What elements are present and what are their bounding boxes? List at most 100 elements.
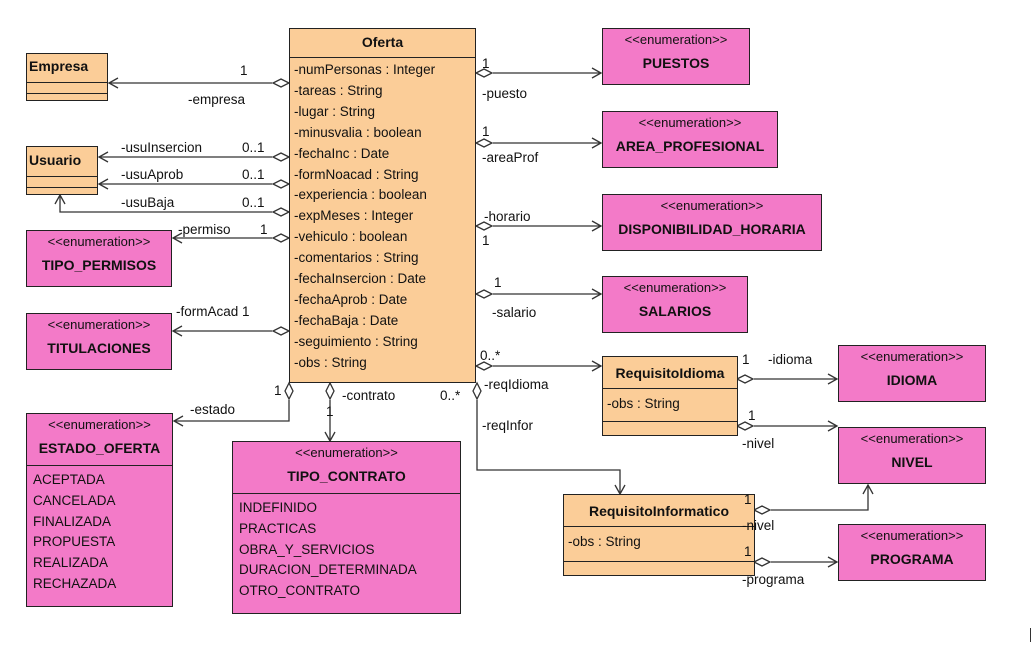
attribute-list: -obs : String <box>603 389 737 417</box>
enum-tipo-contrato[interactable]: <<enumeration>> TIPO_CONTRATO INDEFINIDO… <box>232 441 461 614</box>
diamond <box>472 381 482 401</box>
divider <box>27 82 107 83</box>
class-requisito-idioma[interactable]: RequisitoIdioma -obs : String <box>602 356 738 436</box>
class-name: Empresa <box>29 58 89 74</box>
enum-literal: FINALIZADA <box>33 513 112 529</box>
multiplicity-label: 1 <box>260 222 268 237</box>
stereotype-label: <<enumeration>> <box>660 198 764 213</box>
multiplicity-label: 0..1 <box>242 140 265 155</box>
role-label: -contrato <box>342 388 396 403</box>
arrowhead <box>97 178 109 190</box>
class-name: RequisitoInformatico <box>588 503 729 519</box>
arrowhead <box>54 193 66 205</box>
divider <box>27 465 172 466</box>
diamond <box>474 68 494 78</box>
multiplicity-label: 1 <box>744 544 752 559</box>
attribute-list: -numPersonas : Integer -tareas : String … <box>290 58 475 376</box>
class-name: RequisitoIdioma <box>615 365 725 381</box>
enum-tipo-permisos[interactable]: <<enumeration>> TIPO_PERMISOS <box>26 230 172 287</box>
diamond <box>735 374 755 384</box>
enum-name: TIPO_PERMISOS <box>41 257 157 273</box>
diamond <box>284 381 294 401</box>
role-label: -estado <box>190 402 236 417</box>
enum-name: TIPO_CONTRATO <box>287 468 406 484</box>
enum-salarios[interactable]: <<enumeration>> SALARIOS <box>602 276 748 333</box>
stereotype-label: <<enumeration>> <box>623 280 727 295</box>
attribute: -comentarios : String <box>294 250 419 266</box>
enum-disponibilidad-horaria[interactable]: <<enumeration>> DISPONIBILIDAD_HORARIA <box>602 194 822 251</box>
divider <box>564 526 754 527</box>
enum-puestos[interactable]: <<enumeration>> PUESTOS <box>602 28 750 85</box>
divider <box>603 420 737 422</box>
attribute: -obs : String <box>607 396 680 411</box>
attribute: -fechaAprob : Date <box>294 291 408 307</box>
enum-nivel[interactable]: <<enumeration>> NIVEL <box>838 427 986 484</box>
multiplicity-label: 1 <box>326 404 334 419</box>
arrowhead <box>827 556 839 568</box>
class-oferta[interactable]: Oferta -numPersonas : Integer -tareas : … <box>289 28 476 383</box>
arrowhead <box>591 288 603 300</box>
arrowhead <box>107 77 119 89</box>
role-label: -empresa <box>188 92 246 107</box>
enum-name: SALARIOS <box>638 303 712 319</box>
enum-literal: OBRA_Y_SERVICIOS <box>239 541 375 557</box>
enum-area-profesional[interactable]: <<enumeration>> AREA_PROFESIONAL <box>602 111 778 168</box>
attribute: -lugar : String <box>294 103 376 119</box>
stereotype-label: <<enumeration>> <box>624 32 728 47</box>
assoc-estado <box>175 400 290 422</box>
enum-literal: ACEPTADA <box>33 472 105 487</box>
multiplicity-label: 1 <box>274 383 282 398</box>
attribute: -experiencia : boolean <box>294 187 427 203</box>
multiplicity-label: 0..* <box>440 388 461 403</box>
class-requisito-informatico[interactable]: RequisitoInformatico -obs : String <box>563 494 755 576</box>
attribute: -fechaInc : Date <box>294 145 390 161</box>
multiplicity-label: 0..* <box>480 348 501 363</box>
attribute: -numPersonas : Integer <box>294 62 436 77</box>
diamond <box>474 221 494 231</box>
attribute: -obs : String <box>294 354 367 370</box>
role-label: -salario <box>492 305 537 320</box>
enum-name: IDIOMA <box>886 372 938 388</box>
enum-literal: REALIZADA <box>33 555 109 571</box>
multiplicity-label: 1 <box>744 492 752 507</box>
literal-list: INDEFINIDO PRACTICAS OBRA_Y_SERVICIOS DU… <box>233 494 460 606</box>
divider <box>290 57 475 58</box>
diamond <box>271 78 291 88</box>
enum-programa[interactable]: <<enumeration>> PROGRAMA <box>838 524 986 581</box>
multiplicity-label: 0..1 <box>242 167 265 182</box>
role-label: -programa <box>742 572 805 587</box>
divider <box>603 388 737 389</box>
role-label: -idioma <box>768 352 813 367</box>
enum-idioma[interactable]: <<enumeration>> IDIOMA <box>838 345 986 402</box>
arrowhead <box>827 373 839 385</box>
attribute: -seguimiento : String <box>294 333 418 349</box>
enum-titulaciones[interactable]: <<enumeration>> TITULACIONES <box>26 313 172 370</box>
role-label: -nivel <box>742 436 775 451</box>
arrowhead <box>591 67 603 79</box>
role-label: -reqIdioma <box>484 377 549 392</box>
enum-literal: PROPUESTA <box>33 534 116 550</box>
diamond <box>271 207 291 217</box>
attribute: -fechaBaja : Date <box>294 312 399 328</box>
diamond <box>474 138 494 148</box>
multiplicity-label: 1 <box>494 275 502 290</box>
enum-name: PROGRAMA <box>870 551 954 567</box>
class-empresa[interactable]: Empresa <box>26 53 108 101</box>
diamond <box>474 361 494 371</box>
enum-name: AREA_PROFESIONAL <box>615 138 765 154</box>
role-label: -horario <box>484 209 531 224</box>
class-usuario[interactable]: Usuario <box>26 146 98 195</box>
role-label: -reqInfor <box>482 418 534 433</box>
diamond <box>325 381 335 401</box>
class-name: Usuario <box>29 152 82 168</box>
role-label: -usuInsercion <box>121 140 203 155</box>
enum-estado-oferta[interactable]: <<enumeration>> ESTADO_OFERTA ACEPTADA C… <box>26 413 173 607</box>
multiplicity-label: 1 <box>482 233 490 248</box>
assoc-reqinfor <box>476 400 621 493</box>
role-label: -usuAprob <box>121 167 184 182</box>
arrowhead <box>171 232 183 244</box>
arrowhead <box>171 325 183 337</box>
enum-literal: PRACTICAS <box>239 520 317 536</box>
enum-literal: INDEFINIDO <box>239 500 318 515</box>
